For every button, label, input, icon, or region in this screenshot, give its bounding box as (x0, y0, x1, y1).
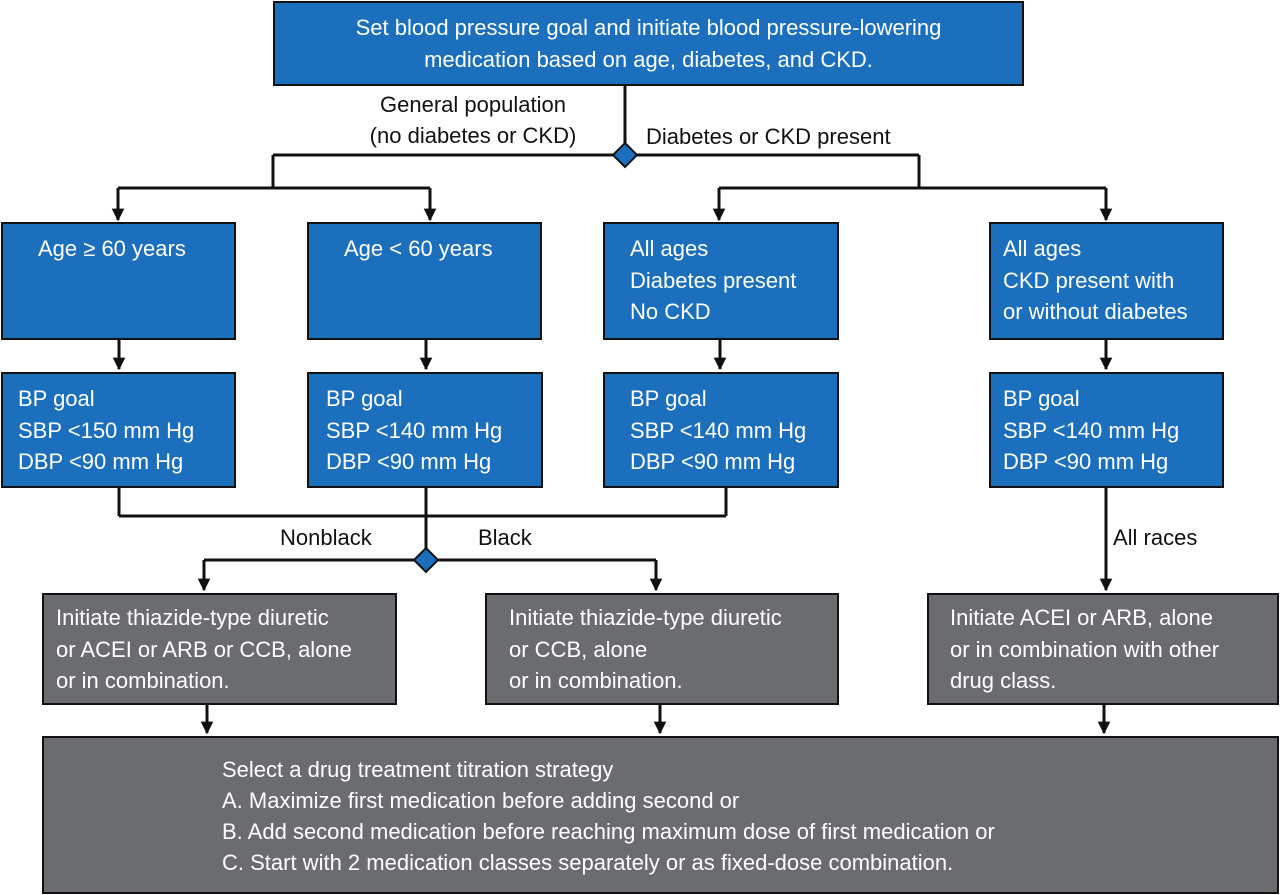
decision-diamond-top (611, 141, 639, 169)
general-population-line: (no diabetes or CKD) (369, 123, 577, 148)
bp-goal-box-2: BP goal SBP <140 mm Hg DBP <90 mm Hg (307, 372, 543, 488)
treatment-line: or in combination. (509, 668, 683, 693)
bp-goal-line: BP goal (18, 386, 95, 411)
population-box-line: Age < 60 years (344, 236, 493, 261)
bp-goal-line: DBP <90 mm Hg (1003, 449, 1169, 474)
treatment-line: or in combination. (56, 668, 230, 693)
top-goal-box: Set blood pressure goal and initiate blo… (273, 1, 1024, 86)
treatment-line: Initiate thiazide-type diuretic (56, 605, 329, 630)
population-box-line: All ages (630, 236, 709, 261)
titration-option-b: B. Add second medication before reaching… (222, 819, 995, 844)
population-box-age-60-plus: Age ≥ 60 years (1, 222, 236, 340)
bp-goal-line: SBP <140 mm Hg (630, 417, 807, 443)
treatment-line: or ACEI or ARB or CCB, alone (56, 636, 352, 662)
treatment-line: or CCB, alone (509, 636, 648, 662)
all-races-label: All races (1113, 525, 1198, 550)
bp-goal-line: BP goal (1003, 386, 1080, 411)
titration-option-a: A. Maximize first medication before addi… (222, 788, 740, 813)
treatment-line: Initiate ACEI or ARB, alone (950, 605, 1213, 630)
population-box-line: Age ≥ 60 years (38, 236, 186, 261)
treatment-line: Initiate thiazide-type diuretic (509, 605, 782, 630)
bp-goal-line: SBP <150 mm Hg (18, 417, 195, 443)
treatment-line: drug class. (950, 668, 1057, 693)
diabetes-ckd-label: Diabetes or CKD present (646, 124, 891, 149)
population-box-line: or without diabetes (1003, 299, 1188, 324)
bp-goal-line: DBP <90 mm Hg (18, 449, 184, 474)
nonblack-label: Nonblack (280, 525, 372, 550)
population-box-line: All ages (1003, 236, 1082, 261)
bp-goal-line: BP goal (630, 386, 707, 411)
titration-strategy-box: Select a drug treatment titration strate… (42, 736, 1279, 894)
decision-diamond-race (412, 546, 440, 574)
treatment-box-black: Initiate thiazide-type diuretic or CCB, … (485, 593, 839, 705)
titration-option-c: C. Start with 2 medication classes separ… (222, 850, 954, 875)
general-population-label: General population (no diabetes or CKD) (352, 89, 594, 151)
bp-goal-line: DBP <90 mm Hg (326, 449, 492, 474)
black-label: Black (478, 525, 532, 550)
bp-goal-box-1: BP goal SBP <150 mm Hg DBP <90 mm Hg (1, 372, 236, 488)
general-population-line: General population (380, 92, 566, 117)
population-box-line: Diabetes present (630, 267, 797, 293)
titration-line: Select a drug treatment titration strate… (222, 757, 614, 782)
population-box-age-under-60: Age < 60 years (307, 222, 542, 340)
bp-goal-box-4: BP goal SBP <140 mm Hg DBP <90 mm Hg (989, 372, 1224, 488)
top-box-line: medication based on age, diabetes, and C… (424, 46, 873, 72)
bp-goal-line: SBP <140 mm Hg (1003, 417, 1180, 443)
population-box-line: CKD present with (1003, 267, 1175, 293)
treatment-box-nonblack: Initiate thiazide-type diuretic or ACEI … (42, 593, 397, 705)
population-box-diabetes: All ages Diabetes present No CKD (603, 222, 839, 340)
bp-goal-line: DBP <90 mm Hg (630, 449, 796, 474)
population-box-line: No CKD (630, 299, 711, 324)
treatment-line: or in combination with other (950, 636, 1220, 662)
treatment-box-all-races: Initiate ACEI or ARB, alone or in combin… (927, 593, 1279, 705)
bp-goal-line: BP goal (326, 386, 403, 411)
bp-goal-line: SBP <140 mm Hg (326, 417, 503, 443)
bp-goal-box-3: BP goal SBP <140 mm Hg DBP <90 mm Hg (603, 372, 839, 488)
top-box-line: Set blood pressure goal and initiate blo… (355, 15, 942, 40)
population-box-ckd: All ages CKD present with or without dia… (989, 222, 1224, 340)
